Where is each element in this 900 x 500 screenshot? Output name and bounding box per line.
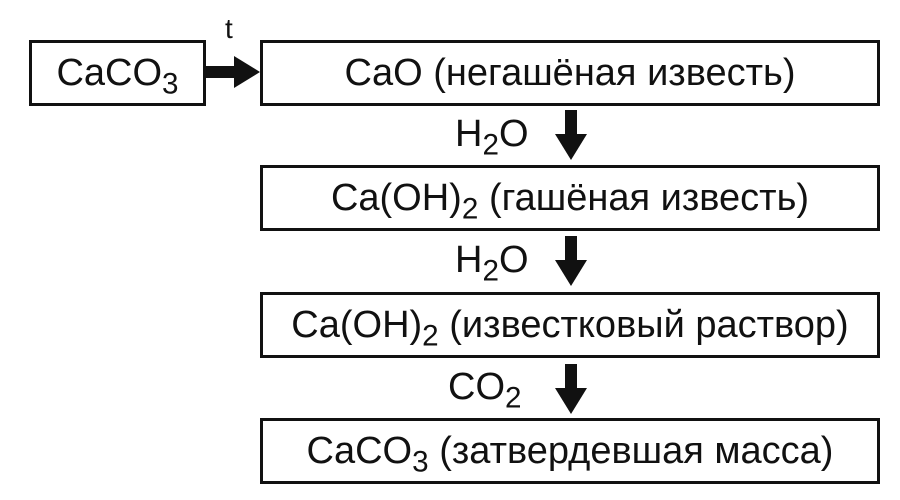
step-2-formula-sub: 2 — [461, 192, 479, 226]
step-4-text: CaCO3 (затвердевшая масса) — [306, 430, 834, 477]
reagent-1-main: H — [455, 113, 483, 155]
step-box-hardened-mass: CaCO3 (затвердевшая масса) — [260, 418, 880, 484]
start-formula-main: CaCO — [56, 52, 163, 94]
reagent-label-1: H2O — [455, 113, 529, 160]
down-arrow-1 — [555, 110, 587, 160]
reagent-2-main: H — [455, 239, 483, 281]
reagent-2-sub: 2 — [482, 254, 499, 288]
step-2-formula: Ca(OH) — [330, 177, 462, 219]
reagent-label-3: CO2 — [448, 366, 521, 413]
start-formula: CaCO3 — [56, 52, 178, 99]
step-3-text: Ca(OH)2 (известковый раствор) — [291, 304, 849, 351]
reagent-label-2: H2O — [455, 239, 529, 286]
start-box-caco3: CaCO3 — [29, 40, 206, 106]
start-formula-sub: 3 — [162, 67, 179, 101]
step-3-formula: Ca(OH) — [291, 304, 423, 346]
reagent-1-tail: O — [498, 113, 529, 155]
heat-label: t — [225, 13, 233, 44]
step-4-formula-sub: 3 — [412, 445, 429, 479]
step-box-cao: CaO(негашёная известь) — [260, 40, 880, 106]
step-3-name: (известковый раствор) — [449, 304, 849, 346]
step-4-formula: CaCO — [306, 430, 413, 472]
step-4-name: (затвердевшая масса) — [439, 430, 834, 472]
heat-arrow — [206, 56, 260, 88]
reagent-1-sub: 2 — [482, 128, 499, 162]
reagent-2-tail: O — [498, 239, 529, 281]
step-box-lime-mortar: Ca(OH)2 (известковый раствор) — [260, 292, 880, 358]
step-3-formula-sub: 2 — [422, 319, 439, 353]
down-arrow-2 — [555, 236, 587, 286]
reagent-3-main: CO — [448, 366, 505, 408]
step-1-text: CaO(негашёная известь) — [345, 54, 796, 92]
down-arrow-3 — [555, 364, 587, 414]
step-2-text: Ca(OH)2 (гашёная известь) — [330, 177, 810, 224]
step-1-formula: CaO — [344, 52, 423, 94]
step-box-slaked-lime: Ca(OH)2 (гашёная известь) — [260, 165, 880, 231]
step-2-name: (гашёная известь) — [488, 177, 810, 219]
step-1-name: (негашёная известь) — [433, 52, 796, 94]
reagent-3-sub: 2 — [505, 381, 522, 415]
